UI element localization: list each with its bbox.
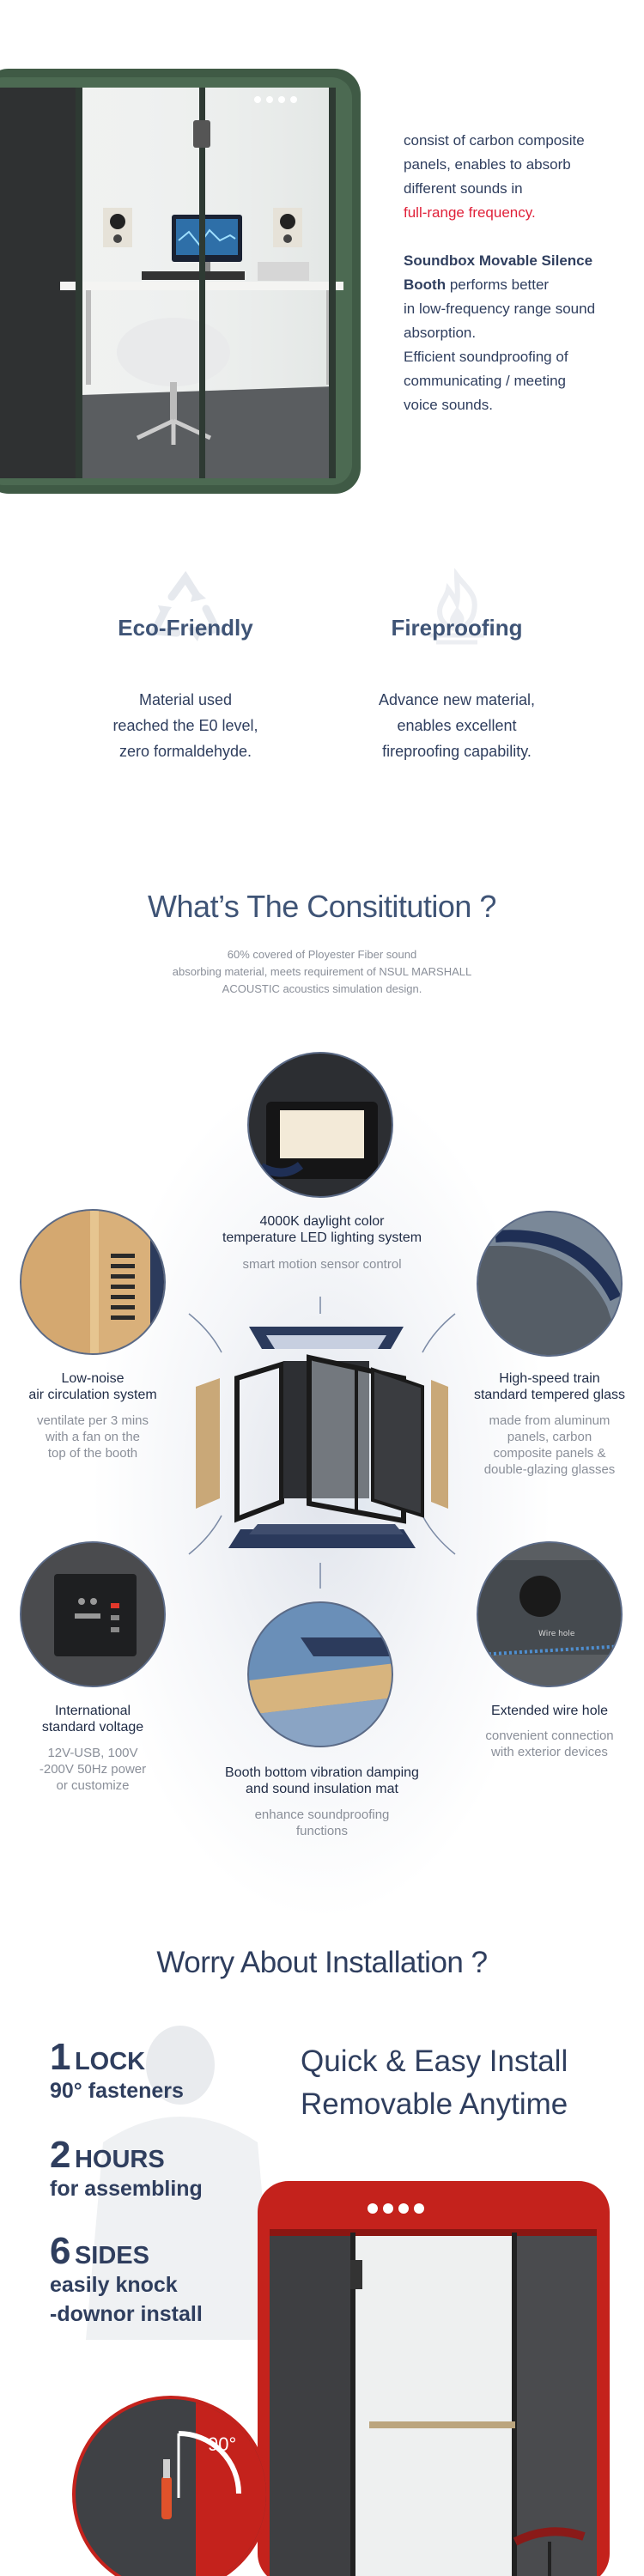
glass-circle (477, 1211, 623, 1357)
angle-label: 90° (208, 2433, 237, 2455)
fan-title: Low-noise air circulation system (28, 1371, 157, 1402)
constitution-description: 60% covered of Ployester Fiber sound abs… (172, 948, 472, 995)
exploded-booth-diagram (196, 1327, 448, 1548)
feature-title-fire: Fireproofing (391, 615, 523, 641)
power-title: International standard voltage (41, 1704, 144, 1735)
power-socket-circle (20, 1541, 166, 1687)
fastener-zoom-circle (72, 2396, 270, 2576)
fastener-detail-icon (76, 2399, 266, 2576)
feature-desc-fire: Advance new material, enables excellent … (378, 691, 536, 760)
fan-vent-circle (20, 1209, 166, 1355)
hero-description: consist of carbon composite panels, enab… (404, 129, 635, 441)
red-booth-image (258, 2181, 610, 2576)
hero-para2-line: in low-frequency range sound (404, 301, 596, 317)
bottom-title: Booth bottom vibration damping and sound… (225, 1765, 419, 1796)
led-light-circle (247, 1052, 393, 1198)
recycle-icon (148, 571, 223, 641)
install-slogan: Quick & Easy Install Removable Anytime (301, 2044, 568, 2121)
green-booth-image (0, 69, 361, 494)
flame-icon (429, 568, 484, 645)
wire-hole-icon: Wire hole (478, 1543, 621, 1686)
wire-hole-badge: Wire hole (538, 1630, 575, 1638)
hero-para1-line: different sounds in (404, 180, 523, 197)
hero-product-name: Soundbox Movable Silence (404, 252, 593, 269)
glass-subtitle: made from aluminum panels, carbon compos… (483, 1413, 616, 1477)
bottom-mat-circle (247, 1601, 393, 1747)
power-subtitle: 12V-USB, 100V -200V 50Hz power or custom… (39, 1746, 147, 1793)
damping-mat-icon (249, 1603, 392, 1746)
worker-silhouette-image (86, 2026, 275, 2340)
led-title: 4000K daylight color temperature LED lig… (222, 1214, 422, 1245)
constitution-title: What’s The Consititution ? (148, 889, 496, 924)
fan-subtitle: ventilate per 3 mins with a fan on the t… (36, 1413, 149, 1461)
connector-lines (188, 1297, 456, 1589)
hero-para1-line: consist of carbon composite (404, 132, 585, 149)
wire-hole-circle: Wire hole (477, 1541, 623, 1687)
socket-icon (21, 1543, 164, 1686)
feature-desc-eco: Material used reached the E0 level, zero… (112, 691, 258, 760)
step-3: 6 SIDES easily knock -downor install (50, 2230, 203, 2327)
wire-subtitle: convenient connection with exterior devi… (485, 1728, 614, 1759)
hero-para2-line: voice sounds. (404, 397, 493, 413)
hero-para2-text: performs better (446, 276, 550, 293)
led-subtitle: smart motion sensor control (242, 1257, 402, 1272)
feature-title-eco: Eco-Friendly (118, 615, 253, 641)
hero-para2-line: absorption. (404, 325, 477, 341)
hero-para2-line: Efficient soundproofing of (404, 349, 568, 365)
hero-product-name: Booth (404, 276, 447, 293)
glass-title: High-speed train standard tempered glass (473, 1371, 626, 1402)
step-1: 1 LOCK 90° fasteners (50, 2036, 184, 2104)
vent-grille-icon (21, 1211, 164, 1353)
led-panel-icon (258, 1102, 378, 1179)
step-2: 2 HOURS for assembling (50, 2134, 203, 2202)
hero-para1-line: panels, enables to absorb (404, 156, 571, 173)
bottom-subtitle: enhance soundproofing functions (254, 1807, 390, 1838)
installation-title: Worry About Installation ? (156, 1946, 488, 1979)
wire-title: Extended wire hole (490, 1704, 609, 1718)
hero-highlight: full-range frequency. (404, 204, 536, 221)
hero-para2-line: communicating / meeting (404, 373, 566, 389)
glass-corner-icon (478, 1212, 621, 1355)
